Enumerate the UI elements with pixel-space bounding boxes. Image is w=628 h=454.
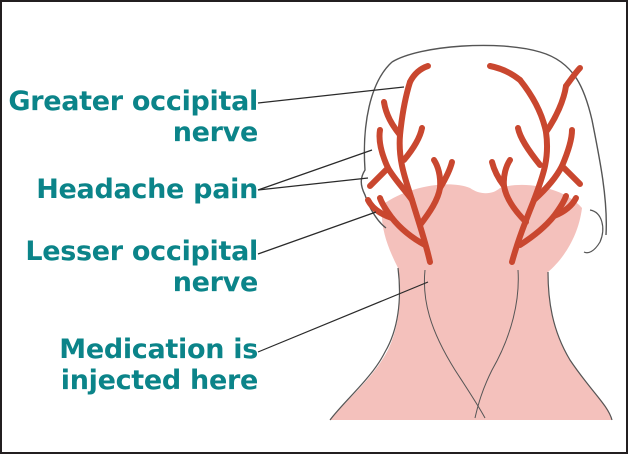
leader-lesser-occipital xyxy=(258,212,376,254)
ear-right-outline xyxy=(584,210,603,253)
neck-skin xyxy=(330,184,612,420)
